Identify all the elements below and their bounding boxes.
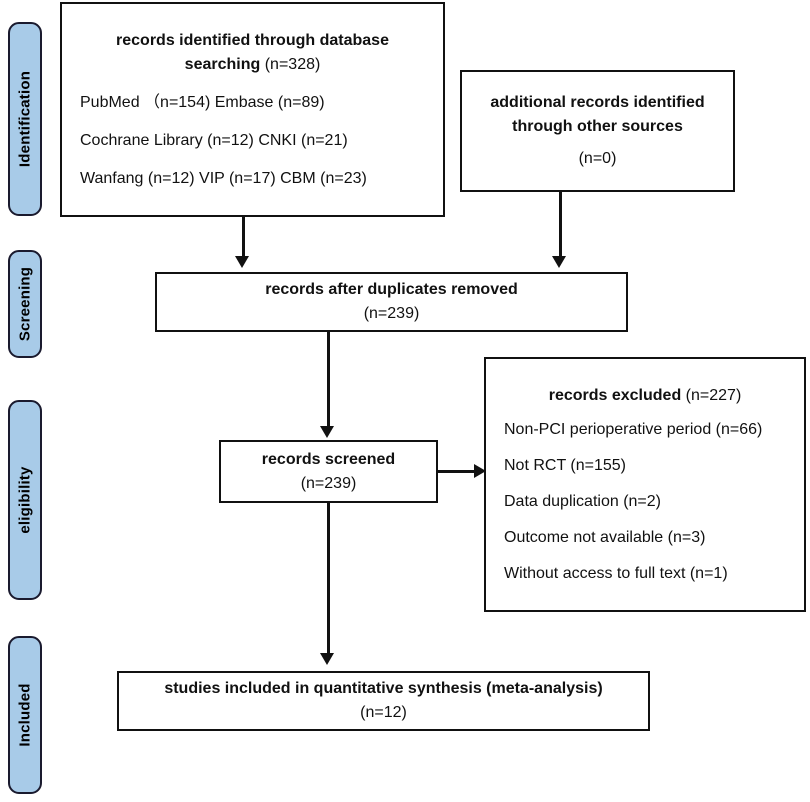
excluded-reason-2: Not RCT (n=155) [504, 456, 626, 474]
box-records-after-duplicates-removed: records after duplicates removed (n=239) [155, 272, 628, 332]
box-title-database-search-count: (n=328) [264, 55, 321, 73]
excluded-reason-1: Non-PCI perioperative period (n=66) [504, 420, 763, 438]
box-records-identified-database: records identified through database sear… [60, 2, 445, 217]
box-additional-records-other-sources: additional records identified through ot… [460, 70, 735, 192]
stage-label-identification: Identification [16, 70, 34, 168]
box-studies-included: studies included in quantitative synthes… [117, 671, 650, 731]
box-duplicates-title: records after duplicates removed [265, 281, 518, 298]
box-title-database-search: records identified through database sear… [62, 29, 443, 77]
stage-pill-screening: Screening [8, 250, 42, 358]
excluded-reason-5: Without access to full text (n=1) [504, 564, 728, 582]
box-excluded-title-text: records excluded [548, 386, 682, 404]
box-duplicates-count: (n=239) [363, 305, 420, 322]
source-line-2: Cochrane Library (n=12) CNKI (n=21) [80, 131, 348, 149]
stage-pill-eligibility: eligibility [8, 400, 42, 600]
stage-label-included: Included [16, 683, 34, 747]
box-additional-line-2: through other sources [512, 118, 683, 135]
source-line-1: PubMed （n=154) Embase (n=89) [80, 93, 325, 111]
source-line-3: Wanfang (n=12) VIP (n=17) CBM (n=23) [80, 169, 367, 187]
box-included-count: (n=12) [360, 704, 407, 721]
arrowhead-duplicates-to-screened [320, 426, 334, 438]
stage-label-eligibility: eligibility [16, 466, 34, 534]
box-title-database-search-text: records identified through database sear… [116, 31, 389, 73]
connector-screened-to-excluded [438, 470, 476, 473]
box-excluded-title: records excluded (n=227) [486, 384, 804, 408]
arrowhead-screened-to-included [320, 653, 334, 665]
connector-duplicates-to-screened [327, 332, 330, 427]
arrowhead-other-to-duplicates [552, 256, 566, 268]
stage-pill-included: Included [8, 636, 42, 794]
box-additional-count: (n=0) [578, 150, 617, 167]
arrowhead-database-to-duplicates [235, 256, 249, 268]
box-excluded-title-count: (n=227) [685, 386, 742, 404]
stage-pill-identification: Identification [8, 22, 42, 216]
connector-other-to-duplicates [559, 192, 562, 257]
box-additional-line-1: additional records identified [490, 94, 705, 111]
box-records-excluded: records excluded (n=227) Non-PCI periope… [484, 357, 806, 612]
connector-screened-to-included [327, 503, 330, 654]
connector-database-to-duplicates [242, 217, 245, 257]
excluded-reason-3: Data duplication (n=2) [504, 492, 661, 510]
box-records-screened: records screened (n=239) [219, 440, 438, 503]
arrowhead-screened-to-excluded [474, 463, 486, 478]
box-screened-title: records screened [261, 450, 396, 468]
stage-label-screening: Screening [16, 266, 34, 342]
box-included-title: studies included in quantitative synthes… [164, 680, 603, 697]
excluded-reason-4: Outcome not available (n=3) [504, 528, 706, 546]
box-screened-count: (n=239) [300, 474, 357, 492]
